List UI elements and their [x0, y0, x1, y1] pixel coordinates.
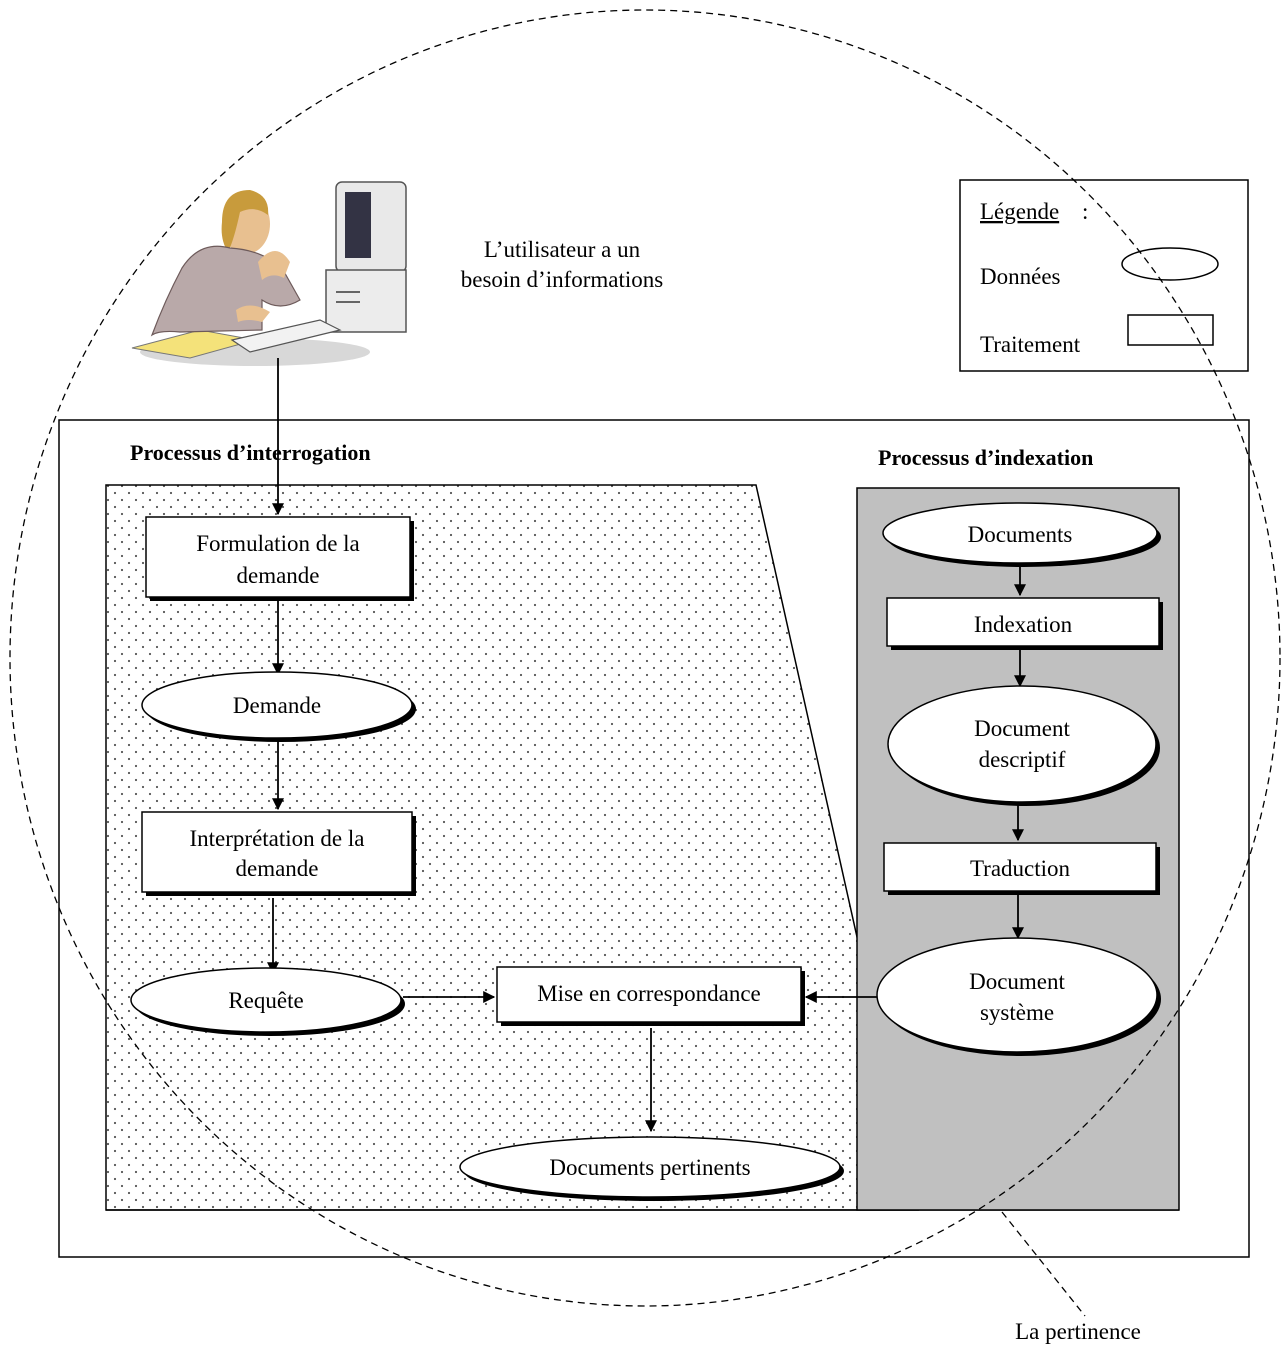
- indexation-label: Indexation: [974, 612, 1073, 637]
- user-caption-line2: besoin d’informations: [461, 267, 664, 292]
- system-document-label-line1: Document: [969, 969, 1065, 994]
- relevance-pointer: [1001, 1211, 1086, 1317]
- requete-label: Requête: [228, 988, 303, 1013]
- legend-colon: :: [1082, 199, 1088, 224]
- descriptive-document-node: Document descriptif: [887, 685, 1160, 806]
- system-document-label-line2: système: [980, 1000, 1054, 1025]
- legend-title: Légende: [980, 199, 1059, 224]
- legend: Légende : Données Traitement: [959, 179, 1249, 372]
- descriptive-document-label-line2: descriptif: [979, 747, 1066, 772]
- interpretation-label-line2: demande: [235, 856, 318, 881]
- legend-data-ellipse: [1121, 247, 1219, 281]
- documents-label: Documents: [968, 522, 1073, 547]
- formulation-label-line1: Formulation de la: [196, 531, 360, 556]
- requete-node: Requête: [130, 967, 405, 1036]
- formulation-label-line2: demande: [236, 563, 319, 588]
- formulation-node: Formulation de la demande: [145, 516, 414, 601]
- user-at-computer-icon: [131, 181, 407, 366]
- matching-label: Mise en correspondance: [537, 981, 761, 1006]
- relevance-circle: [9, 9, 1281, 1307]
- legend-process-label: Traitement: [980, 332, 1081, 357]
- traduction-label: Traduction: [970, 856, 1071, 881]
- interpretation-label-line1: Interprétation de la: [190, 826, 365, 851]
- demande-node: Demande: [141, 671, 416, 742]
- relevant-documents-node: Documents pertinents: [459, 1136, 844, 1201]
- legend-process-rect: [1127, 314, 1214, 346]
- documents-node: Documents: [882, 502, 1161, 567]
- indexation-node: Indexation: [886, 597, 1163, 650]
- user-caption-line1: L’utilisateur a un: [484, 237, 641, 262]
- system-document-node: Document système: [876, 937, 1161, 1056]
- matching-node: Mise en correspondance: [496, 966, 805, 1026]
- demande-label: Demande: [233, 693, 321, 718]
- traduction-node: Traduction: [883, 842, 1160, 895]
- legend-data-label: Données: [980, 264, 1061, 289]
- descriptive-document-label-line1: Document: [974, 716, 1070, 741]
- relevance-label: La pertinence: [1015, 1319, 1141, 1344]
- relevant-documents-label: Documents pertinents: [549, 1155, 750, 1180]
- index-process-title: Processus d’indexation: [878, 445, 1093, 470]
- query-process-title: Processus d’interrogation: [130, 440, 371, 465]
- interpretation-node: Interprétation de la demande: [141, 811, 416, 896]
